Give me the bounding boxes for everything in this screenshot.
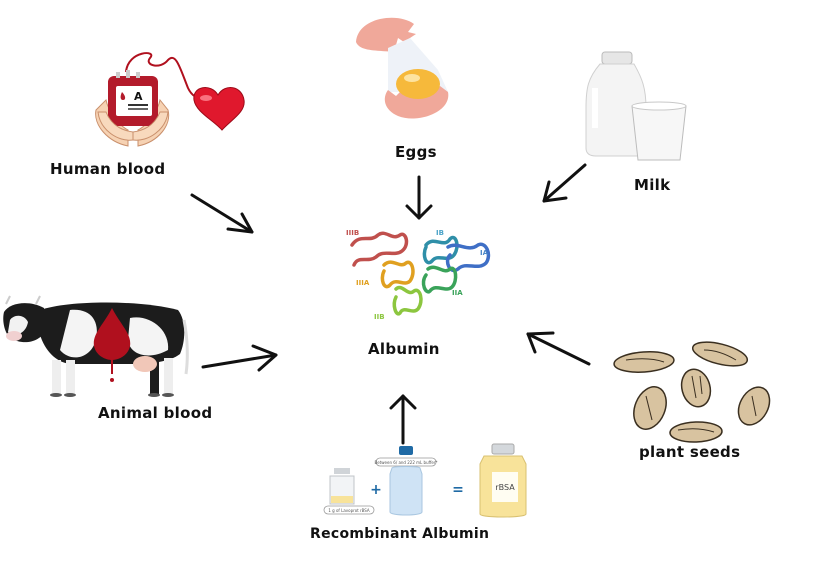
plus-sign: + — [370, 482, 382, 498]
eggs-label: Eggs — [395, 143, 437, 161]
blood-type-label: A — [134, 90, 143, 103]
domain-IIB — [392, 285, 423, 316]
blood-drop-icon — [93, 308, 131, 360]
milk-label: Milk — [634, 176, 671, 194]
rbsa-bottle-icon — [479, 443, 527, 518]
cracked-egg-icon — [356, 17, 449, 119]
buffer-bottle-icon — [389, 446, 423, 516]
equals-sign: = — [452, 482, 464, 498]
cow-icon — [3, 295, 189, 397]
domain-label-IA: IA — [480, 249, 489, 257]
seeds-icon — [613, 341, 771, 443]
domain-label-IB: IB — [436, 229, 444, 237]
human-blood-label: Human blood — [50, 160, 166, 178]
milk-bottle-icon — [585, 51, 687, 161]
vial-icon — [329, 468, 355, 505]
blood-bag-icon: A — [95, 52, 245, 147]
domain-IB — [422, 235, 459, 265]
domain-IIIA — [380, 260, 415, 289]
domain-label-IIB: IIB — [374, 313, 385, 321]
rbsa-label: rBSA — [495, 483, 515, 492]
bottle-caption: Between 6/ and 222 mL buffer* — [375, 460, 438, 465]
recombinant-albumin-label: Recombinant Albumin — [310, 526, 490, 542]
domain-IIIB — [350, 231, 409, 267]
vial-caption: 1 g of Lavoprot rBSA — [328, 508, 370, 513]
recombinant-production-illustration: 1 g of Lavoprot rBSA + Between 6/ and 22… — [323, 443, 527, 518]
domain-label-IIIA: IIIA — [356, 279, 370, 287]
domain-IIA — [421, 265, 458, 294]
animal-blood-label: Animal blood — [98, 404, 213, 422]
domain-label-IIA: IIA — [452, 289, 463, 297]
plant-seeds-label: plant seeds — [639, 443, 741, 461]
albumin-protein-structure: IIIB IB IA IIIA IIA IIB — [346, 229, 491, 321]
albumin-label: Albumin — [368, 340, 440, 358]
domain-label-IIIB: IIIB — [346, 229, 359, 237]
